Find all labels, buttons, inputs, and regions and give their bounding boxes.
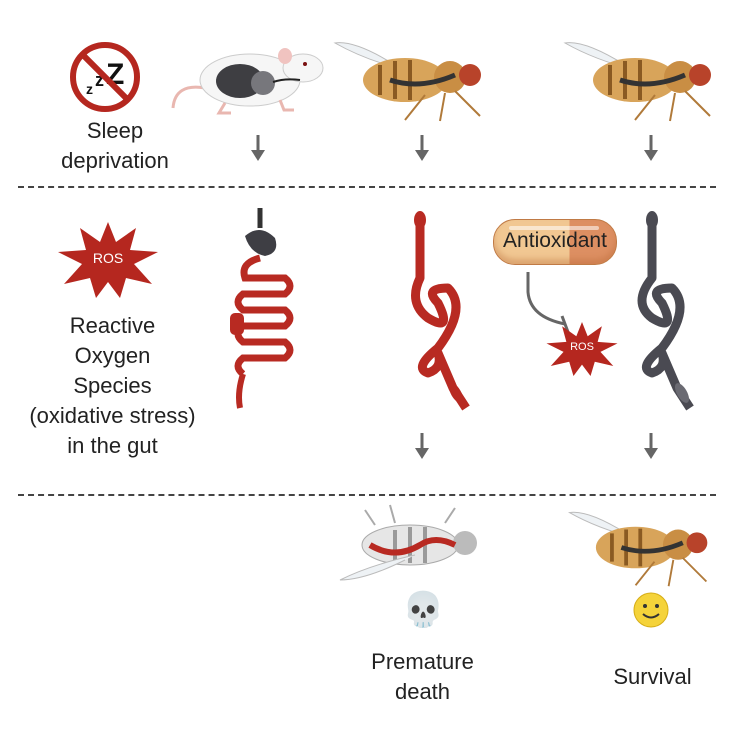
label-line: death [394, 679, 451, 704]
mouse-gut-red [230, 208, 294, 409]
label-line: Sleep [86, 118, 144, 143]
ros-burst-icon [546, 322, 618, 376]
no-sleep-icon: z z Z [70, 42, 140, 112]
ros-burst-icon [58, 222, 158, 298]
fly-gut-gray [637, 211, 694, 411]
antioxidant-pill: Antioxidant [493, 219, 617, 265]
skull-icon: 💀 [402, 591, 445, 629]
ros-description: Reactive Oxygen Species (oxidative stres… [0, 311, 225, 461]
fly-illustration [333, 42, 481, 122]
dead-fly-illustration [339, 504, 477, 581]
mouse-illustration [171, 48, 324, 115]
antioxidant-label: Antioxidant [503, 229, 607, 252]
svg-text:z: z [95, 70, 104, 90]
down-arrow-icon [415, 135, 429, 161]
down-arrow-icon [415, 433, 429, 459]
down-arrow-icon [644, 135, 658, 161]
label-line: Species [73, 373, 152, 398]
smiley-icon [633, 592, 669, 628]
svg-text:z: z [86, 81, 93, 97]
fly-illustration [568, 511, 708, 587]
label-line: Premature [371, 649, 474, 674]
inhibited-ros-label: ROS [570, 341, 594, 353]
sleep-deprivation-label: Sleep deprivation [40, 116, 190, 176]
label-line: Reactive [69, 313, 156, 338]
label-line: in the gut [67, 433, 158, 458]
section-divider [18, 494, 716, 496]
inhibition-arrow-icon [526, 272, 570, 333]
down-arrow-icon [251, 135, 265, 161]
section-divider [18, 186, 716, 188]
premature-death-label: Premature death [345, 647, 500, 707]
down-arrow-icon [644, 433, 658, 459]
label-line: deprivation [61, 148, 169, 173]
survival-label: Survival [613, 664, 692, 689]
label-line: (oxidative stress) [29, 403, 196, 428]
ros-badge-label: ROS [92, 250, 124, 266]
fly-illustration [563, 42, 711, 122]
label-line: Oxygen [74, 343, 151, 368]
fly-gut-red [411, 211, 470, 411]
